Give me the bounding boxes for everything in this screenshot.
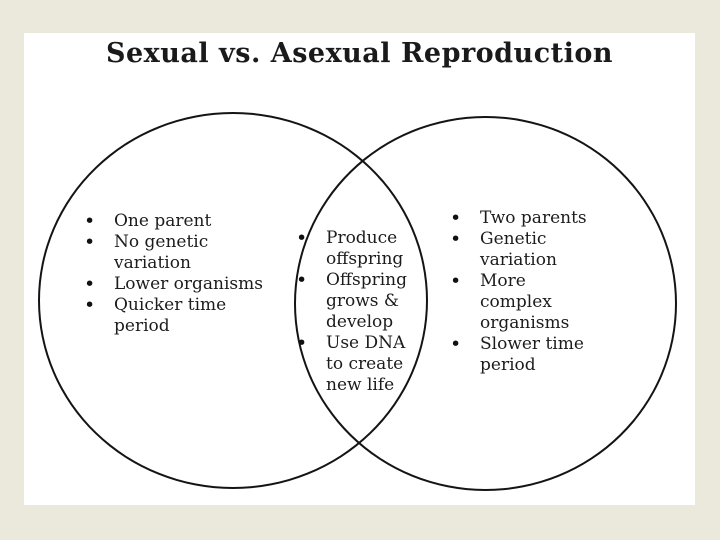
bullet-icon: • — [296, 332, 308, 354]
bullet-icon: • — [84, 210, 96, 232]
list-item: • Offspring grows & develop — [296, 270, 426, 333]
list-item: • More complex organisms — [450, 271, 610, 334]
list-item-text: No genetic variation — [114, 232, 209, 273]
bullet-icon: • — [450, 333, 462, 355]
bullet-icon: • — [450, 207, 462, 229]
venn-intersection-list: • Produce offspring • Offspring grows & … — [296, 228, 426, 396]
list-item: • Two parents — [450, 208, 610, 229]
list-item: • Lower organisms — [84, 274, 284, 295]
bullet-icon: • — [296, 227, 308, 249]
venn-right-list: • Two parents • Genetic variation • More… — [450, 208, 610, 376]
bullet-icon: • — [84, 231, 96, 253]
venn-circle-right — [294, 116, 677, 491]
page-title: Sexual vs. Asexual Reproduction — [106, 38, 613, 69]
list-item-text: Genetic variation — [480, 229, 557, 270]
list-item: • Produce offspring — [296, 228, 426, 270]
list-item-text: Quicker time period — [114, 295, 227, 336]
list-item-text: Offspring grows & develop — [326, 270, 408, 332]
bullet-icon: • — [450, 270, 462, 292]
bullet-icon: • — [84, 273, 96, 295]
list-item-text: One parent — [114, 211, 212, 231]
list-item-text: Two parents — [480, 208, 587, 228]
list-item-text: Use DNA to create new life — [326, 333, 406, 395]
list-item: • Genetic variation — [450, 229, 610, 271]
venn-left-list: • One parent • No genetic variation • Lo… — [84, 211, 284, 337]
bullet-icon: • — [296, 269, 308, 291]
list-item: • Quicker time period — [84, 295, 284, 337]
list-item-text: More complex organisms — [480, 271, 570, 333]
list-item-text: Slower time period — [480, 334, 584, 375]
bullet-icon: • — [84, 294, 96, 316]
list-item: • Slower time period — [450, 334, 610, 376]
list-item: • One parent — [84, 211, 284, 232]
list-item-text: Produce offspring — [326, 228, 404, 269]
list-item: • No genetic variation — [84, 232, 284, 274]
bullet-icon: • — [450, 228, 462, 250]
list-item-text: Lower organisms — [114, 274, 263, 294]
list-item: • Use DNA to create new life — [296, 333, 426, 396]
